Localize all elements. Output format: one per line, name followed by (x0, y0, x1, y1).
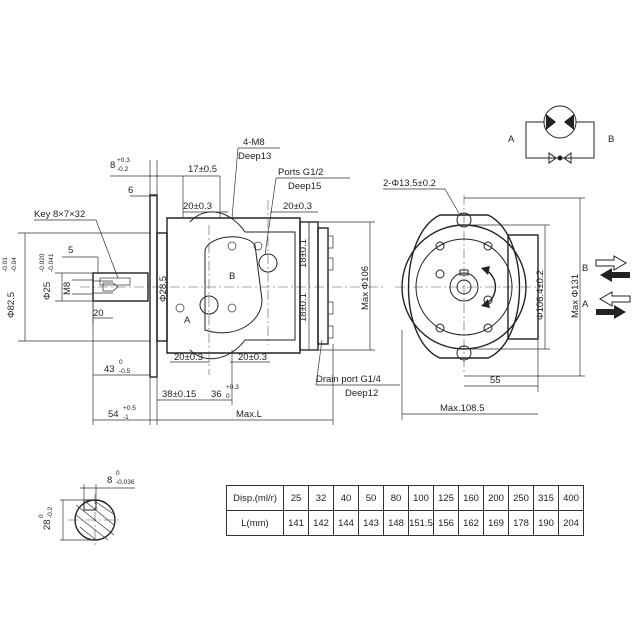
disp-cell: 80 (383, 485, 409, 511)
dim-20-bot-left: 20±0.3 (174, 352, 203, 363)
drain-label: Drain port G1/4 (316, 374, 381, 385)
disp-cell: 50 (358, 485, 384, 511)
disp-cell: 250 (508, 485, 534, 511)
hydraulic-symbol: A B (508, 105, 614, 164)
arrow-a-outline-icon (599, 291, 631, 307)
ports-deep: Deep15 (288, 181, 321, 192)
dim-25-tol-up: -0.020 (39, 253, 46, 272)
dim-8-tol-up: +0.3 (117, 157, 130, 164)
dim-18-top: 18±0.1 (298, 239, 309, 268)
len-header: L(mm) (226, 510, 284, 536)
arrow-a-label: A (582, 299, 589, 310)
dim-deep13: Deep13 (238, 151, 271, 162)
disp-cell: 160 (458, 485, 484, 511)
len-cell: 204 (558, 510, 584, 536)
dim-106-4: Φ106.4±0.2 (535, 270, 546, 320)
port-b-label: B (229, 271, 235, 282)
dim-54-tol-up: +0.5 (123, 405, 136, 412)
dim-20-bot-right: 20±0.3 (238, 352, 267, 363)
holes-label: 2-Φ13.5±0.2 (383, 178, 436, 189)
arrow-b-solid-icon (600, 268, 630, 282)
disp-cell: 32 (308, 485, 334, 511)
dim-36-tol-up: +0.3 (226, 384, 239, 391)
symbol-label-b: B (608, 134, 614, 145)
disp-cell: 400 (558, 485, 584, 511)
disp-header: Disp.(ml/r) (226, 485, 284, 511)
len-cell: 142 (308, 510, 334, 536)
arrow-b-label: B (582, 263, 588, 274)
disp-cell: 25 (283, 485, 309, 511)
key-dim-8-tol-dn: -0.036 (116, 479, 135, 486)
dim-max131: Max Φ131 (570, 274, 581, 318)
port-a-label: A (184, 315, 191, 326)
dim-25-tol-dn: -0.041 (48, 253, 55, 272)
dim-20-shaft: 20 (93, 308, 104, 319)
dim-82-tol-up: -0.01 (2, 257, 9, 272)
dim-17: 17±0.5 (188, 164, 217, 175)
disp-cell: 200 (483, 485, 509, 511)
dim-25: Φ25 (42, 282, 53, 300)
len-cell: 162 (458, 510, 484, 536)
dim-54: 54 (108, 409, 119, 420)
dim-43-tol-dn: -0.5 (119, 368, 131, 375)
spec-table: Disp.(ml/r) 25 32 40 50 80 100 125 160 2… (226, 485, 584, 536)
dim-20-right: 20±0.3 (283, 201, 312, 212)
len-cell: 178 (508, 510, 534, 536)
dim-6: 6 (128, 185, 133, 196)
dim-5: 5 (68, 245, 73, 256)
front-view: 2-Φ13.5±0.2 Φ106.4±0.2 Max Φ131 55 Max.1… (383, 178, 631, 420)
table-row-displacement: Disp.(ml/r) 25 32 40 50 80 100 125 160 2… (226, 485, 584, 511)
drain-deep: Deep12 (345, 388, 378, 399)
dim-8-top: 8 (110, 160, 115, 171)
key-label: Key 8×7×32 (34, 209, 85, 220)
len-cell: 190 (533, 510, 559, 536)
disp-cell: 100 (408, 485, 434, 511)
dim-8-tol-dn: -0.2 (117, 166, 129, 173)
key-section: 28 0 -0.2 8 0 -0.036 (38, 470, 135, 546)
len-cell: 148 (383, 510, 409, 536)
dim-18-bot: 18±0.1 (298, 293, 309, 322)
dim-43: 43 (104, 364, 115, 375)
dim-38: 38±0.15 (162, 389, 196, 400)
disp-cell: 40 (333, 485, 359, 511)
arrow-b-outline-icon (595, 255, 627, 271)
side-view: 8 +0.3 -0.2 6 17±0.5 4-M8 Deep13 Ports G… (2, 137, 400, 425)
dim-36: 36 (211, 389, 222, 400)
len-cell: 141 (283, 510, 309, 536)
arrow-a-solid-icon (596, 305, 626, 319)
disp-cell: 125 (433, 485, 459, 511)
dim-55: 55 (490, 375, 501, 386)
len-cell: 156 (433, 510, 459, 536)
dim-82: Φ82.5 (6, 292, 17, 318)
dim-4m8: 4-M8 (243, 137, 265, 148)
dim-maxl: Max.L (236, 409, 262, 420)
key-dim-28: 28 (42, 519, 53, 530)
symbol-label-a: A (508, 134, 515, 145)
dim-max108: Max.108.5 (440, 403, 484, 414)
key-dim-28-tol-dn: -0.2 (47, 506, 54, 518)
dim-28: Φ28.5 (158, 276, 169, 302)
dim-36-tol-dn: 0 (226, 393, 230, 400)
table-row-length: L(mm) 141 142 144 143 148 151.5 156 162 … (226, 510, 584, 536)
disp-cell: 315 (533, 485, 559, 511)
key-dim-8-tol-up: 0 (116, 470, 120, 477)
dim-m8: M8 (62, 282, 73, 295)
len-cell: 144 (333, 510, 359, 536)
dim-20-left: 20±0.3 (183, 201, 212, 212)
dim-max106: Max Φ106 (360, 266, 371, 310)
len-cell: 151.5 (408, 510, 434, 536)
len-cell: 143 (358, 510, 384, 536)
key-dim-28-tol-up: 0 (38, 514, 45, 518)
dim-54-tol-dn: -1 (123, 414, 129, 421)
len-cell: 169 (483, 510, 509, 536)
dim-43-tol-up: 0 (119, 359, 123, 366)
ports-label: Ports G1/2 (278, 167, 323, 178)
key-dim-8: 8 (107, 475, 112, 486)
dim-82-tol-dn: -0.04 (11, 257, 18, 272)
